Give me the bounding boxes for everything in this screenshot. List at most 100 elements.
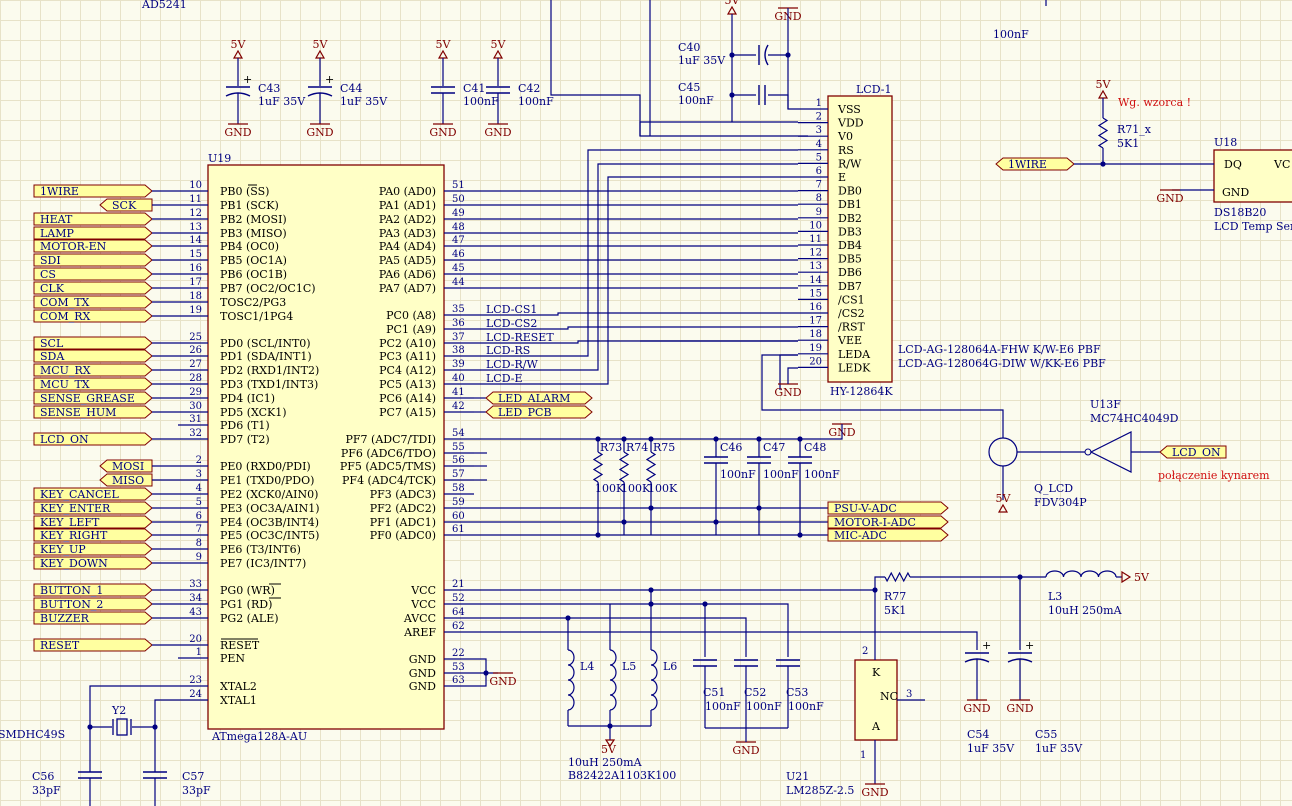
q-part: FDV304P [1034,496,1087,509]
u19-pin-num-50: 50 [452,194,465,205]
net-reset-label: RESET [40,639,80,652]
u19-pin-name-16: PB6 (OC1B) [220,268,287,281]
u18-dq: DQ [1224,158,1242,171]
wire [779,354,798,390]
net-cs [33,267,153,281]
l-part: B82422A1103K100 [568,769,676,782]
wire-lcd-rs [474,149,798,357]
c57-value: 33pF [182,784,211,797]
u19-pin-num-27: 27 [189,359,202,370]
inductor-l4 [567,649,575,711]
u19-pin-num-53: 53 [452,662,465,673]
net-button-1-label: BUTTON_1 [40,584,103,597]
u19-pin-name-5: PE3 (OC3A/AIN1) [220,502,320,515]
5v-label: 5V [996,492,1012,505]
u19-pin-num-25: 25 [189,332,202,343]
net-lcd-cs2: LCD-CS2 [486,317,537,330]
u19-pin-num-33: 33 [189,579,202,590]
u19-pin-name-64: AVCC [403,612,436,625]
5v-c41 [437,49,449,59]
u19-pin-num-38: 38 [452,345,465,356]
net-sdi [33,253,153,267]
lcd-pin-name-18: VEE [837,334,862,347]
u19-pin-num-7: 7 [196,524,202,535]
gnd-label: GND [224,126,251,139]
net-key-cancel [33,487,153,501]
5v-q [997,503,1009,513]
u19-pin-name-40: PC5 (A13) [379,378,436,391]
lcd-pin-name-7: DB0 [838,185,862,198]
junction-dot [565,615,571,621]
r77-value: 5K1 [884,604,906,617]
u19-pin-num-23: 23 [189,675,202,686]
cap-c44-plus: + [325,73,334,86]
u19-pin-name-33: PG0 (WR) [220,584,275,597]
cap-c55-plus: + [1025,639,1034,652]
lcd-pin-name-17: /RST [838,321,866,334]
junction-dot [713,519,719,525]
gnd-label: GND [774,386,801,399]
wire-lcd-e [474,176,798,385]
net-lcd-on-label: LCD_ON [40,433,89,446]
wire [787,8,798,110]
5v-label: 5V [313,38,329,51]
u19-pin-name-20: RESET [220,639,260,652]
lcd-pin-num-19: 19 [809,343,822,354]
r77-ref: R77 [884,590,906,603]
lcd-pin-num-6: 6 [816,166,822,177]
u19-pin-num-21: 21 [452,579,465,590]
r74-ref: R74 [626,441,648,454]
u19-pin-name-3: PE1 (TXD0/PDO) [220,474,314,487]
u19-pin-num-51: 51 [452,180,465,191]
r73-ref: R73 [600,441,622,454]
c54-ref: C54 [967,728,989,741]
u19-pin-num-39: 39 [452,359,465,370]
u19-pin-name-49: PA2 (AD2) [379,213,436,226]
u19-pin-name-38: PC3 (A11) [379,350,436,363]
net-cs-label: CS [40,268,56,281]
net-key-cancel-label: KEY_CANCEL [40,488,119,501]
u19-pin-num-34: 34 [189,593,202,604]
5v-arrow [1121,570,1132,584]
l-value: 10uH 250mA [568,756,643,769]
u19-pin-name-8: PE6 (T3/INT6) [220,543,301,556]
net-key-left [33,515,153,529]
wire [474,424,843,440]
net-com-tx-label: COM_TX [40,296,90,309]
net-lcd-on-right-label: LCD_ON [1172,446,1221,459]
net-lcd-e: LCD-E [486,372,523,385]
u19-pin-num-62: 62 [452,621,465,632]
note-polaczenie: połączenie kynarem [1158,469,1270,482]
u19-pin-name-24: XTAL1 [220,694,257,707]
res-r77 [884,571,911,583]
u19-pin-name-61: PF0 (ADC0) [370,529,436,542]
net-1wire-label: 1WIRE [40,185,79,198]
cap-c40-plate [764,44,769,66]
net-1wire-right-label: 1WIRE [1008,158,1047,171]
net-key-down-label: KEY_DOWN [40,557,108,570]
junction-dot [797,532,803,538]
lcd-pin-name-14: DB7 [838,280,862,293]
c51-ref: C51 [703,686,725,699]
net-reset [33,638,153,652]
q-ref: Q_LCD [1034,482,1073,495]
lcd-pin-num-1: 1 [816,98,822,109]
r73-value: 100K [595,482,625,495]
5v-label: 5V [1096,78,1112,91]
u21-k: K [872,666,881,679]
u19-pin-name-26: PD1 (SDA/INT1) [220,350,312,363]
c42-value: 100nF [518,95,554,108]
net-lamp [33,226,153,240]
u19-pin-name-1: PEN [220,652,245,665]
gnd-label: GND [861,786,888,799]
u19-pin-num-43: 43 [189,607,202,618]
net-key-left-label: KEY_LEFT [40,516,100,529]
r74-value: 100K [621,482,651,495]
wire-lcd-cs2 [474,326,798,330]
5v-l3-label: 5V [1134,571,1150,584]
net-key-up [33,542,153,556]
u19-pin-name-34: PG1 (RD) [220,598,272,611]
c46-ref: C46 [720,441,742,454]
inverter-u13f [1089,431,1132,473]
net-mcu-tx-label: MCU_TX [40,378,90,391]
